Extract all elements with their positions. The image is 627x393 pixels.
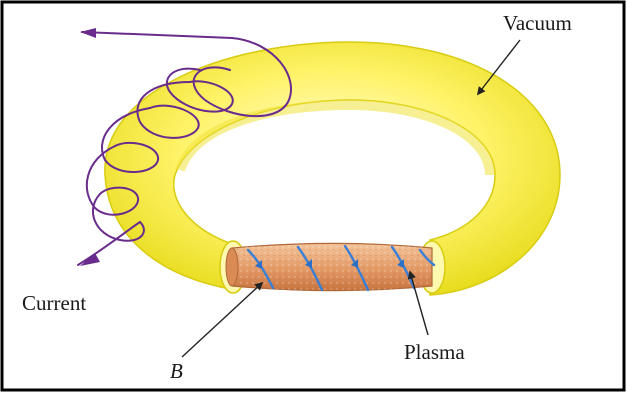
plasma-end-left: [226, 248, 238, 286]
vacuum-label: Vacuum: [503, 11, 572, 36]
plasma-label: Plasma: [404, 340, 465, 365]
current-label: Current: [22, 291, 86, 316]
magnetic-field-label: B: [170, 359, 183, 384]
